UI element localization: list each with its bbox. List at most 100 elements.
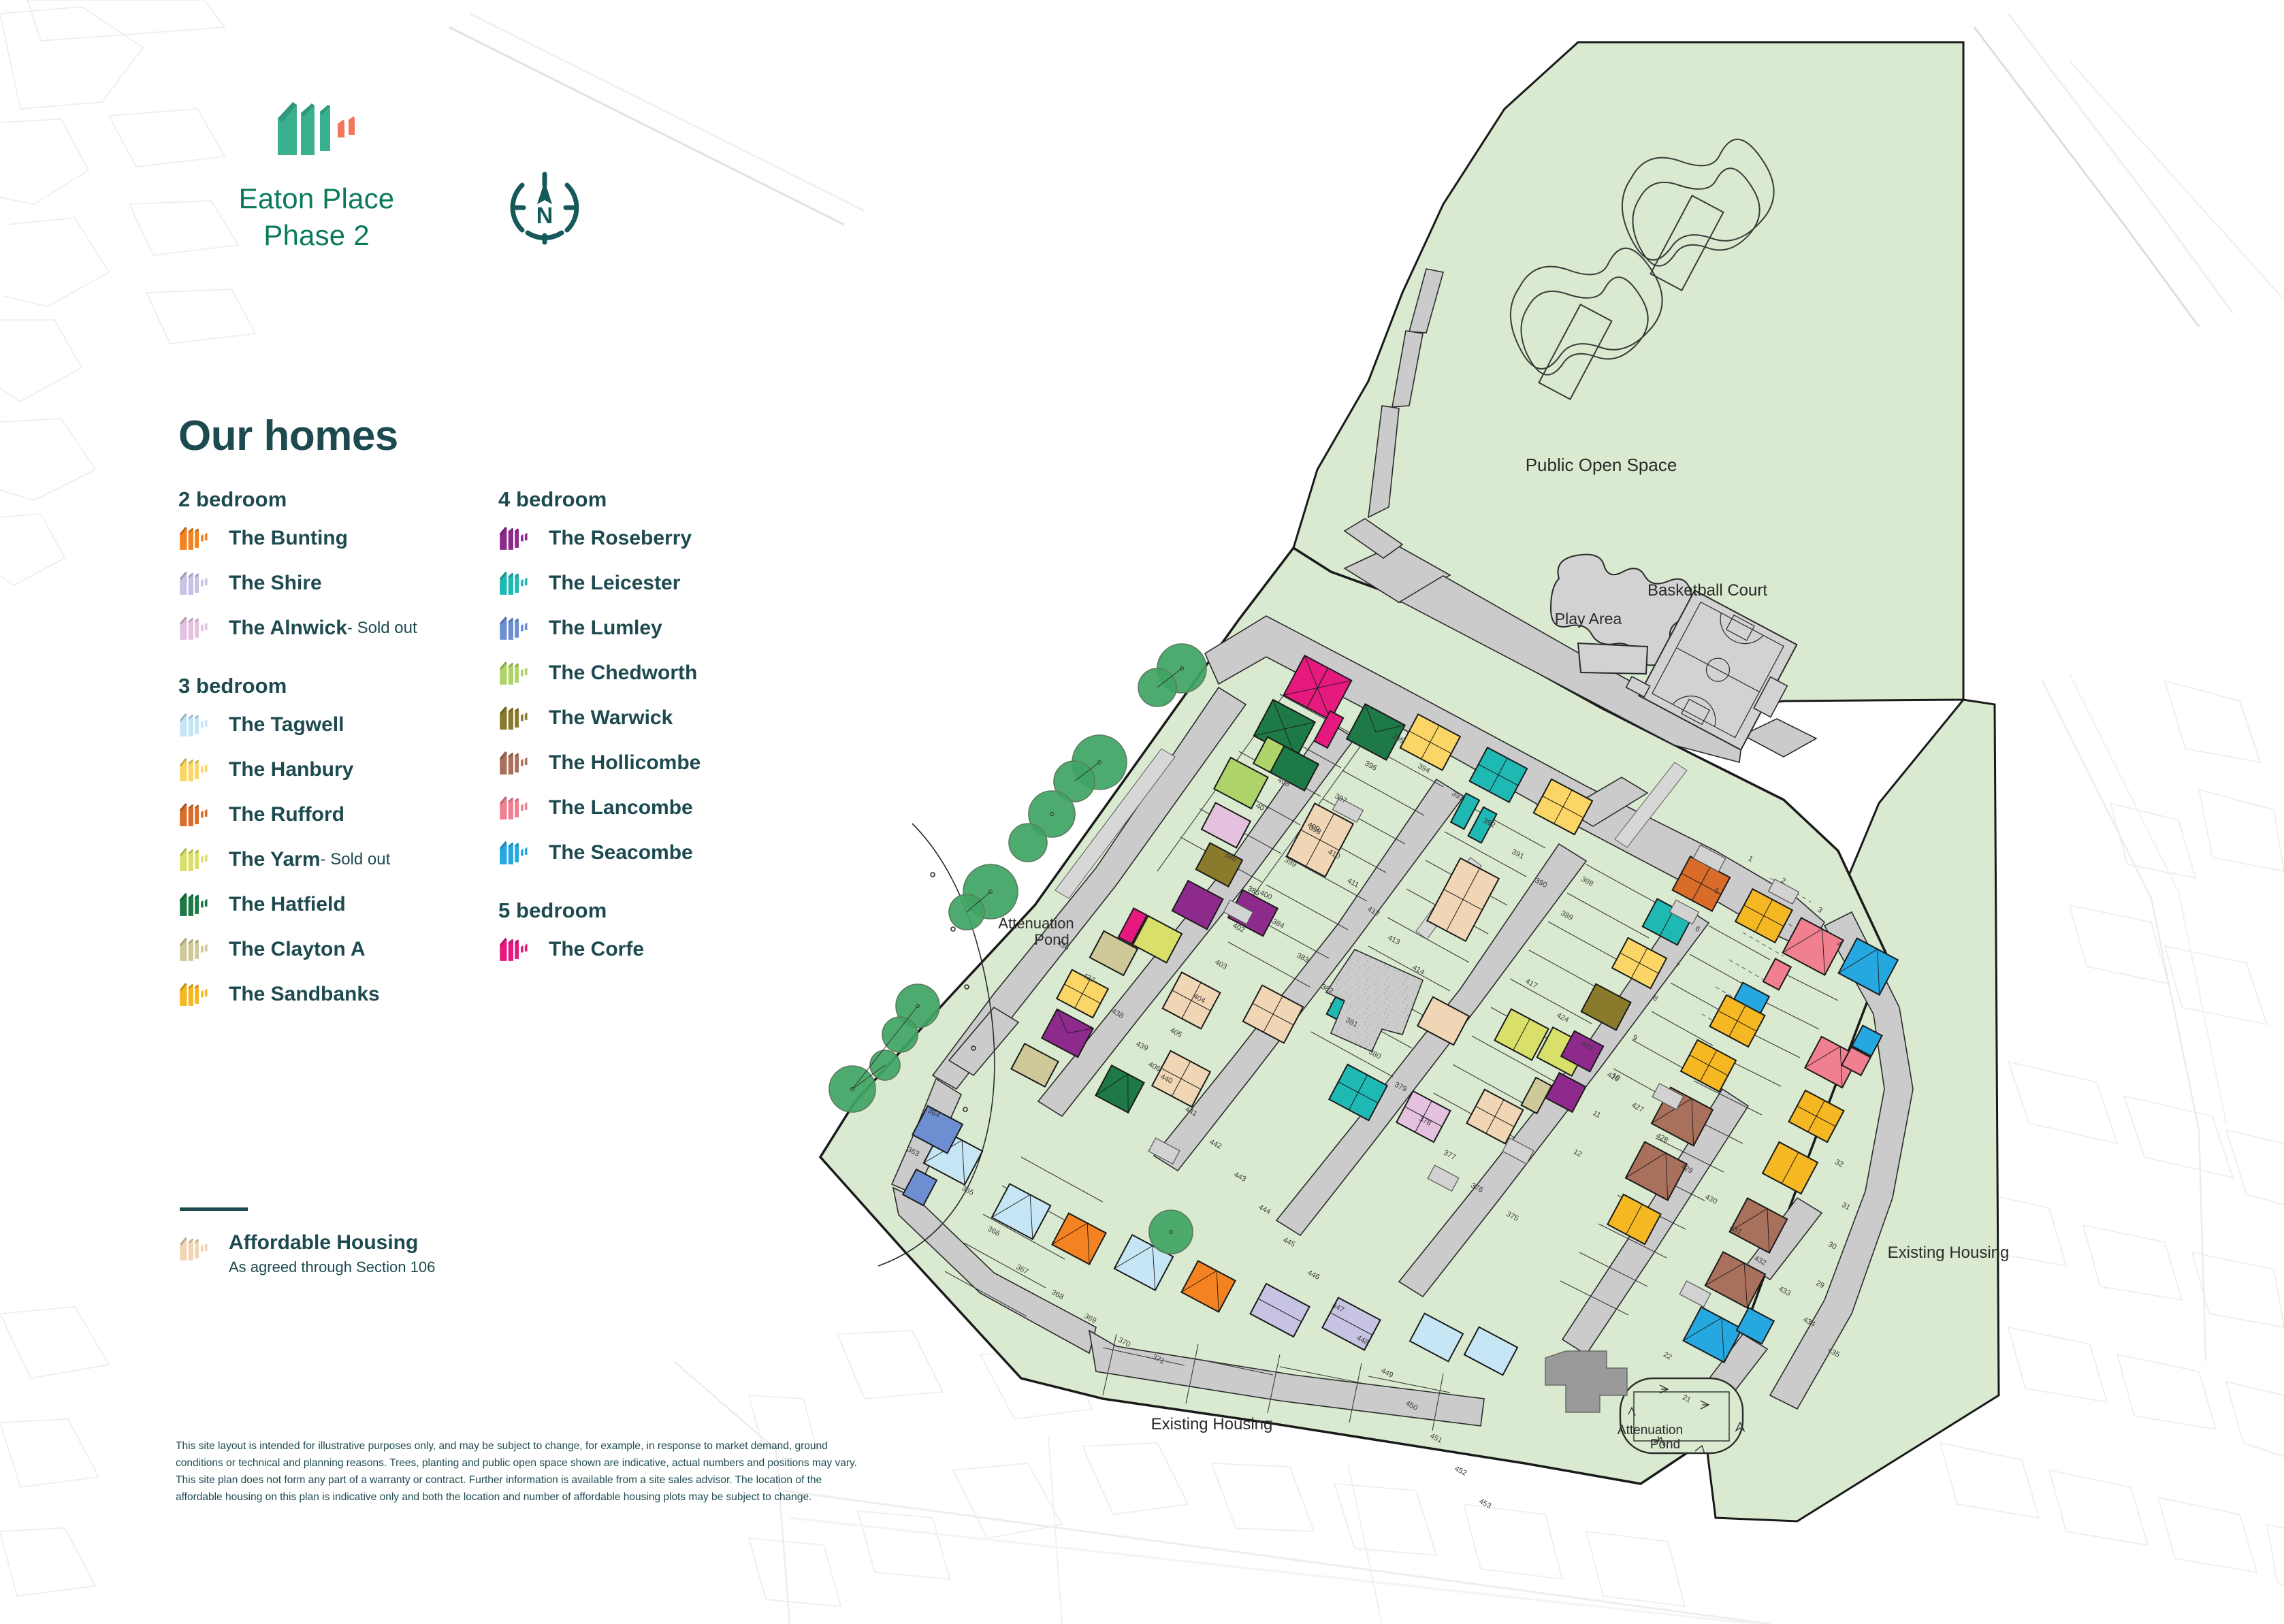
plot-number: 402 — [1231, 922, 1246, 935]
brand-block: Eaton Place Phase 2 — [204, 95, 429, 254]
legend-item-the-hatfield[interactable]: The Hatfield — [178, 882, 498, 927]
plot-number: 382 — [1319, 983, 1334, 996]
house-type-swatch-icon — [498, 704, 528, 732]
legend-divider — [180, 1207, 248, 1211]
plot-number: 452 — [1453, 1465, 1468, 1478]
house-type-name: The Alnwick — [229, 617, 347, 639]
plot-number: 376 — [1469, 1182, 1484, 1195]
attenuation-pond-lower-shape — [1619, 1377, 1746, 1455]
house-type-name: The Clayton A — [229, 938, 366, 960]
legend-item-the-yarm[interactable]: The Yarm - Sold out — [178, 837, 498, 882]
substation — [1545, 1350, 1628, 1413]
plot-number: 435 — [1826, 1346, 1841, 1359]
plot-number: 384 — [1270, 917, 1285, 930]
plot-number: 441 — [1183, 1105, 1198, 1118]
east-open-space — [1694, 698, 2000, 1523]
plot-number: 414 — [1411, 964, 1426, 977]
house-type-name: The Yarm — [229, 848, 321, 871]
legend-item-the-hanbury[interactable]: The Hanbury — [178, 747, 498, 792]
legend-item-the-lancombe[interactable]: The Lancombe — [498, 785, 791, 830]
plot-number: 11 — [1592, 1109, 1603, 1120]
legend-item-the-hollicombe[interactable]: The Hollicombe — [498, 741, 791, 785]
disclaimer-text: This site layout is intended for illustr… — [176, 1440, 857, 1504]
legend-item-the-seacombe[interactable]: The Seacombe — [498, 830, 791, 875]
legend-item-the-alnwick[interactable]: The Alnwick - Sold out — [178, 606, 498, 651]
plot-number: 368 — [1050, 1288, 1065, 1301]
plot-number: 367 — [1014, 1263, 1029, 1276]
map-label-existing-housing-right: Existing Housing — [1888, 1244, 2010, 1262]
legend-item-the-chedworth[interactable]: The Chedworth — [498, 651, 791, 696]
plot-number: 433 — [1777, 1285, 1792, 1298]
house-type-swatch-icon — [178, 936, 208, 963]
legend-item-the-leicester[interactable]: The Leicester — [498, 561, 791, 606]
plot-number: 4 — [1835, 940, 1843, 949]
basketball-court-shape — [1625, 589, 1798, 751]
legend-item-the-lumley[interactable]: The Lumley — [498, 606, 791, 651]
plot-number: 389 — [1559, 909, 1574, 922]
plot-number: 438 — [1110, 1007, 1125, 1020]
affordable-housing-swatch-icon — [178, 1235, 208, 1263]
plot-number: 390 — [1533, 877, 1548, 890]
plot-number: 431 — [1728, 1224, 1743, 1237]
plot-number: 386 — [1223, 851, 1238, 864]
plot-number: 398 — [1307, 824, 1322, 837]
map-label-attenuation-pond-lower: Attenuation — [1618, 1423, 1683, 1438]
house-bars-logo-icon — [278, 102, 355, 155]
house-type-status: - Sold out — [347, 619, 417, 637]
plot-number: 8 — [1652, 994, 1659, 1003]
legend-item-the-sandbanks[interactable]: The Sandbanks — [178, 972, 498, 1017]
map-label-play-area: Play Area — [1555, 610, 1622, 628]
plot-number: 410 — [1326, 848, 1341, 861]
legend-item-the-shire[interactable]: The Shire — [178, 561, 498, 606]
legend-item-the-tagwell[interactable]: The Tagwell — [178, 702, 498, 747]
page-title: Eaton Place Phase 2 — [204, 180, 429, 254]
house-type-swatch-icon — [498, 794, 528, 822]
legend-item-affordable-housing[interactable]: Affordable Housing As agreed through Sec… — [178, 1231, 791, 1276]
legend-item-the-warwick[interactable]: The Warwick — [498, 696, 791, 741]
legend-item-the-clayton-a[interactable]: The Clayton A — [178, 927, 498, 972]
plot-number: 427 — [1630, 1101, 1645, 1114]
plot-number: 364 — [926, 1107, 941, 1120]
plot-number: 381 — [1344, 1016, 1359, 1029]
plot-number: 439 — [1134, 1040, 1149, 1053]
plot-number: 450 — [1404, 1399, 1419, 1412]
house-type-name: The Hollicombe — [549, 751, 701, 774]
map-label-attenuation-pond-upper-2: Pond — [1034, 931, 1069, 948]
plot-number: 400 — [1258, 889, 1273, 902]
plot-number: 399 — [1283, 856, 1298, 869]
plot-number: 447 — [1330, 1301, 1345, 1314]
house-type-name: The Corfe — [549, 938, 645, 960]
footpaths — [1055, 748, 1688, 940]
plot-number: 443 — [1232, 1171, 1247, 1184]
house-type-swatch-icon — [178, 525, 208, 552]
plot-number: 383 — [1295, 952, 1310, 964]
attenuation-pond-upper-shape — [878, 823, 995, 1267]
house-type-name: The Sandbanks — [229, 983, 380, 1005]
brand-title-line-1: Eaton Place — [238, 182, 395, 214]
plot-number: 379 — [1393, 1081, 1408, 1094]
house-type-name: The Roseberry — [549, 527, 692, 549]
house-type-name: The Lancombe — [549, 796, 693, 819]
house-type-swatch-icon — [178, 711, 208, 738]
plot-number: 3 — [1816, 906, 1824, 915]
house-type-name: The Rufford — [229, 803, 344, 826]
public-open-space-area — [1292, 41, 1965, 713]
house-type-name: The Warwick — [549, 707, 673, 729]
affordable-housing-label: Affordable Housing — [229, 1231, 419, 1254]
plot-number: 32 — [1833, 1158, 1844, 1169]
plot-number: 31 — [1840, 1201, 1851, 1212]
house-type-swatch-icon — [498, 615, 528, 642]
legend-item-the-corfe[interactable]: The Corfe — [498, 927, 791, 972]
plot-number: 380 — [1367, 1048, 1382, 1061]
plot-number: 1 — [1747, 855, 1754, 864]
legend-item-the-roseberry[interactable]: The Roseberry — [498, 516, 791, 561]
plot-number: 369 — [1082, 1312, 1097, 1325]
brand-title-line-2: Phase 2 — [263, 218, 370, 251]
legend-item-the-rufford[interactable]: The Rufford — [178, 792, 498, 837]
legend-item-the-bunting[interactable]: The Bunting — [178, 516, 498, 561]
plot-number: 371 — [1151, 1353, 1165, 1366]
house-type-swatch-icon — [178, 756, 208, 783]
plot-number: 29 — [1814, 1279, 1825, 1290]
plot-number: 9 — [1631, 1034, 1639, 1043]
plot-number: 446 — [1306, 1269, 1321, 1282]
